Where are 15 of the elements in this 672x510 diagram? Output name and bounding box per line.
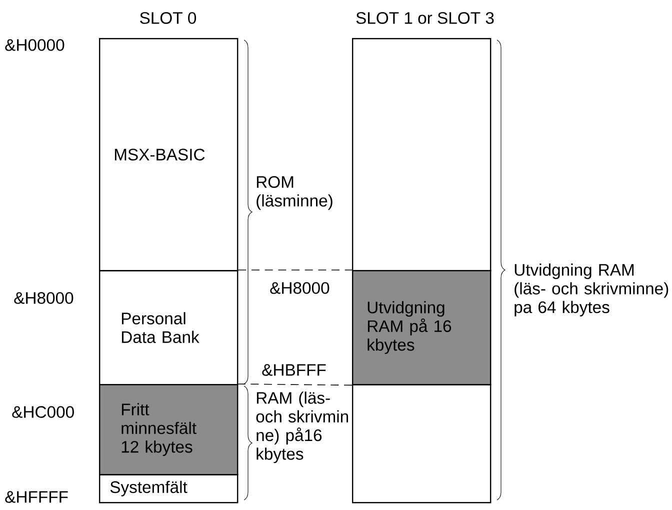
memory-block: Systemfält (99, 474, 238, 504)
memory-block: Fritt minnesfält 12 kbytes (99, 384, 238, 476)
address-label: &HBFFF (262, 364, 326, 376)
address-label: &H0000 (5, 39, 64, 51)
address-label: &H8000 (270, 282, 330, 294)
address-label: &HFFFF (5, 491, 68, 503)
dashed-line (238, 384, 352, 386)
memory-block (352, 384, 492, 504)
address-label: &H8000 (14, 292, 74, 304)
memory-block: Utvidgning RAM på 16 kbytes (352, 270, 492, 386)
brace-label: ROM (läsminne) (256, 176, 332, 210)
brace-label: Utvidgning RAM (läs- och skrivminne) pa 64 kbytes (514, 264, 668, 316)
brace-label: RAM (läs- och skrivmin ne) på16 kbytes (256, 392, 348, 464)
memory-block: MSX-BASIC (99, 38, 238, 272)
address-label: &HC000 (12, 406, 74, 418)
